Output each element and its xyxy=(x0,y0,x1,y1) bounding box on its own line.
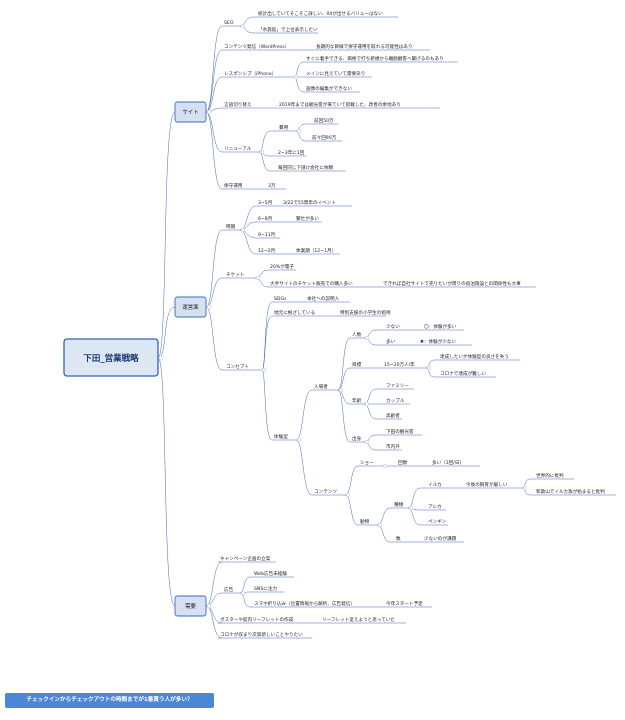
node-species[interactable]: 種類 xyxy=(394,501,404,508)
node-target[interactable]: 目標 xyxy=(352,361,362,368)
branch-demand-label: 需要 xyxy=(185,603,196,610)
node-origin-item[interactable]: 下田の観光客 xyxy=(386,428,414,435)
node-renewal[interactable]: リニューアル xyxy=(224,146,252,152)
node-season-note[interactable]: 繁忙が多い xyxy=(296,215,319,222)
node-sealion[interactable]: アシカ xyxy=(428,504,442,510)
node-corona[interactable]: コロナが収まり次第新しいことやりたい xyxy=(220,631,303,638)
node-ticket-rate[interactable]: 20%が電子 xyxy=(270,263,294,270)
node-people[interactable]: 人数 xyxy=(352,331,362,338)
node-responsive-item[interactable]: すぐに着手できる、価格で打ち新規から離脱顧客へ繋げるのもあり xyxy=(306,55,444,62)
node-sdgs[interactable]: SDGs xyxy=(274,296,287,302)
node-language-switch[interactable]: 言語切り替え xyxy=(224,101,252,108)
node-show-count[interactable]: 回数 xyxy=(398,459,408,466)
node-language-switch-note[interactable]: 2019年までは観光客が来ていて搭載した、改善の余地あり xyxy=(279,101,401,108)
node-concept[interactable]: コンセプト xyxy=(226,364,249,370)
node-contents[interactable]: コンテンツ xyxy=(314,489,337,495)
node-poster[interactable]: ポスターや館内リーフレットの作成 xyxy=(220,616,294,623)
node-cost[interactable]: 費用 xyxy=(279,124,289,131)
node-experience[interactable]: 体験型 xyxy=(274,433,288,440)
node-seo-item[interactable]: 統計出していてそこそこ詳しい、04が出せるバリューはない xyxy=(258,10,383,17)
connector-lines xyxy=(157,16,531,639)
node-content-note[interactable]: 長期的な目線で保守運用を取れる可能性はあり xyxy=(316,43,412,50)
node-ad[interactable]: 広告 xyxy=(224,586,234,593)
node-season[interactable]: 時期 xyxy=(226,224,236,230)
node-age-item[interactable]: ファミリー xyxy=(386,383,409,389)
node-maintenance[interactable]: 保守運用 xyxy=(224,182,243,189)
node-dolphin-sub[interactable]: 世界的に批判 xyxy=(536,472,564,479)
node-content[interactable]: コンテンツ発信（WordPress） xyxy=(224,43,289,50)
node-seo-item[interactable]: 「水族館」で上位表示したい xyxy=(258,26,318,33)
node-target-value[interactable]: 15~20万人/年 xyxy=(384,361,415,368)
node-ad-smart-note[interactable]: 今年スタート予定 xyxy=(386,600,423,607)
node-ticket-buy[interactable]: 大手サイトのチケット販売での購入多い xyxy=(270,280,353,287)
root-label: 下田_営業戦略 xyxy=(83,353,139,364)
node-age-item[interactable]: カップル xyxy=(386,398,405,404)
node-animal-count[interactable]: 数 xyxy=(396,535,401,542)
node-animals[interactable]: 動物 xyxy=(360,518,370,525)
node-target-note[interactable]: コロナで達成が難しい xyxy=(440,370,486,377)
node-ticket[interactable]: チケット xyxy=(226,271,244,278)
node-season-note[interactable]: 休業期（12~1月） xyxy=(296,247,336,254)
node-responsive-item[interactable]: メインに見えていて需要あり xyxy=(306,71,365,77)
node-age-item[interactable]: 高齢者 xyxy=(386,412,400,419)
node-seo[interactable]: SEO xyxy=(224,20,234,26)
node-local[interactable]: 地元に根ざしている xyxy=(274,309,315,316)
node-visitors[interactable]: 入場者 xyxy=(314,383,328,390)
node-season-item[interactable]: 12~2月 xyxy=(258,248,275,254)
node-responsive-item[interactable]: 画像の編集ができない xyxy=(306,85,352,92)
node-season-item[interactable]: 3~5月 xyxy=(258,200,272,206)
node-animal-count-note[interactable]: 少ないのが課題 xyxy=(424,535,457,542)
node-maintenance-value[interactable]: 3万 xyxy=(268,183,276,189)
branch-site[interactable]: サイト xyxy=(174,101,207,123)
node-ad-smart[interactable]: スマホ折り込み（位置情報から解析、広告発信） xyxy=(254,600,355,607)
node-show-count-note[interactable]: 多い（3回/日） xyxy=(432,459,464,466)
node-season-note[interactable]: 3/22で55周年のイベント xyxy=(283,199,336,206)
node-ticket-buy-note[interactable]: できれば自社サイトで売りたいが周りの宿泊施設との関係性も大事 xyxy=(383,280,521,287)
node-dolphin-note[interactable]: 今後の飼育が厳しい xyxy=(466,481,508,488)
branch-site-label: サイト xyxy=(182,109,198,116)
node-many[interactable]: 多い xyxy=(386,338,396,345)
collapse-toggles[interactable] xyxy=(158,24,527,609)
node-dolphin-sub[interactable]: 和歌山でイルカ漁が始まると批判 xyxy=(536,488,605,495)
node-penguin[interactable]: ペンギン xyxy=(428,519,447,525)
node-show[interactable]: ショー xyxy=(360,461,374,466)
node-cost-item[interactable]: 前々回90万 xyxy=(312,134,337,141)
node-ad-item[interactable]: SNSに注力 xyxy=(254,585,277,592)
branch-ops-label: 運営面 xyxy=(182,303,199,311)
node-ad-item[interactable]: Web広告未経験 xyxy=(254,570,287,577)
node-renewal-vendor[interactable]: 毎回同じ下請け会社に依頼 xyxy=(278,164,334,171)
node-responsive[interactable]: レスポンシブ（iPhone） xyxy=(224,70,276,77)
branch-ops[interactable]: 運営面 xyxy=(174,296,207,318)
node-origin-item[interactable]: 市内外 xyxy=(386,443,400,450)
node-age[interactable]: 年齢 xyxy=(352,397,362,404)
node-season-item[interactable]: 6~8月 xyxy=(258,216,272,222)
node-renewal-freq[interactable]: 2~3年に1回 xyxy=(278,149,305,156)
node-many-note[interactable]: ✖：体験が少ない xyxy=(420,338,456,345)
demand-subtree: キャンペーン企画の立案 広告 Web広告未経験 SNSに注力 スマホ折り込み（位… xyxy=(218,555,432,639)
branch-demand[interactable]: 需要 xyxy=(174,595,207,617)
site-subtree: SEO 統計出していてそこそこ詳しい、04が出せるバリューはない 「水族館」で上… xyxy=(222,10,458,190)
root-node[interactable]: 下田_営業戦略 xyxy=(63,338,159,377)
node-local-note[interactable]: 特別支援の小学生の招待 xyxy=(340,309,391,316)
node-cost-item[interactable]: 前回50万 xyxy=(314,117,334,124)
node-campaign[interactable]: キャンペーン企画の立案 xyxy=(220,555,271,562)
node-sdgs-note[interactable]: 本社への説明入 xyxy=(307,295,340,302)
mind-map: 下田_営業戦略 サイト 運営面 需要 SEO 統計出していてそこそこ詳しい、04… xyxy=(63,10,616,639)
ops-subtree: 時期 3~5月 3/22で55周年のイベント 6~8月 繁忙が多い 9~11月 … xyxy=(222,199,616,543)
node-poster-note[interactable]: リーフレット変えようと思っていた xyxy=(322,616,395,623)
node-few-note[interactable]: 〇：体験が多い xyxy=(424,323,457,330)
node-few[interactable]: 少ない xyxy=(386,323,400,330)
floating-topic-note[interactable]: チェックインからチェックアウトの時間までが1番買う人が多い？ xyxy=(5,693,214,708)
node-season-item[interactable]: 9~11月 xyxy=(258,232,275,238)
node-origin[interactable]: 出身 xyxy=(352,435,362,442)
node-dolphin[interactable]: イルカ xyxy=(428,482,442,488)
node-target-note[interactable]: 達成したいが体験型の良さを失う xyxy=(440,353,509,360)
